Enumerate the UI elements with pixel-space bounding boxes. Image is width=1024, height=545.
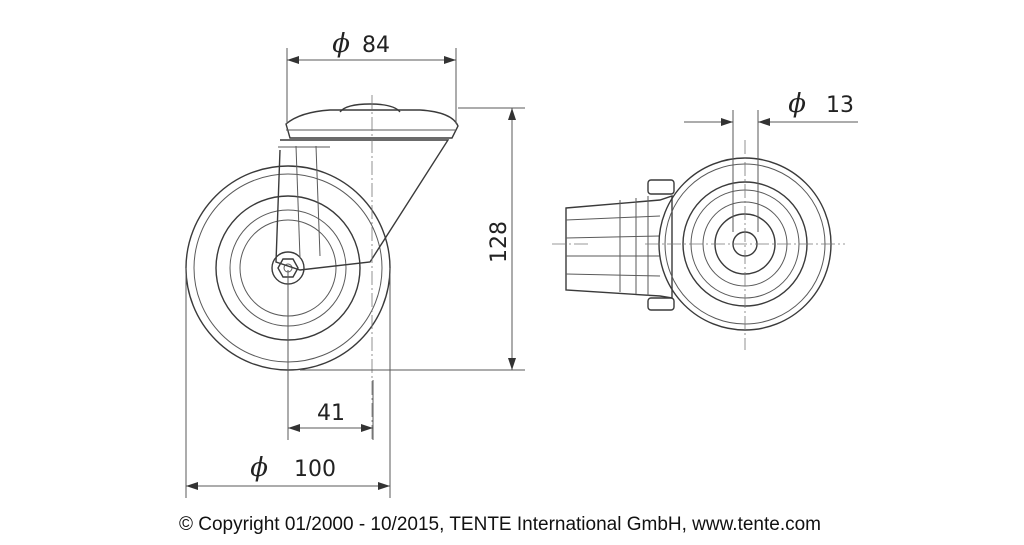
- dim-bolt-hole-symbol: ϕ: [788, 89, 806, 119]
- dim-wheel: ϕ 100: [185, 268, 391, 498]
- front-view-top-plate: [552, 179, 675, 311]
- dim-offset: 41: [287, 270, 374, 440]
- front-view-wheel: [645, 140, 845, 350]
- side-view-top-plate: [285, 103, 459, 139]
- dim-height: 128: [300, 107, 525, 371]
- dim-wheel-symbol: ϕ: [250, 453, 268, 483]
- dim-bolt-hole: ϕ 13: [684, 89, 858, 232]
- dim-height-value: 128: [487, 221, 512, 263]
- front-view: [552, 140, 845, 350]
- dim-top-plate-value: 84: [362, 33, 390, 58]
- dim-wheel-value: 100: [294, 457, 336, 482]
- dim-top-plate: ϕ 84: [286, 29, 457, 124]
- dim-top-plate-symbol: ϕ: [332, 29, 350, 59]
- dim-bolt-hole-value: 13: [826, 93, 854, 118]
- dim-offset-value: 41: [317, 401, 345, 426]
- side-view-fork: [275, 139, 450, 271]
- side-view: [185, 95, 459, 440]
- copyright-notice: © Copyright 01/2000 - 10/2015, TENTE Int…: [178, 514, 822, 535]
